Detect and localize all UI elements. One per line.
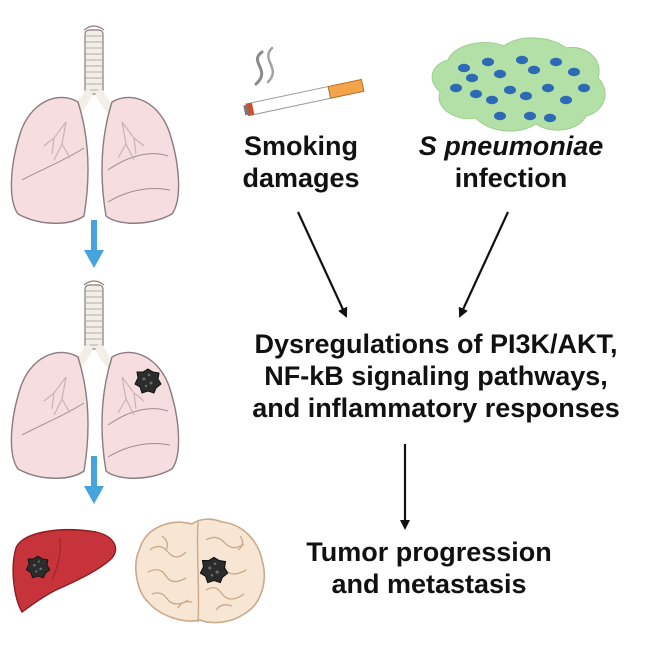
lung-icon <box>11 26 178 223</box>
infection-label-line1: S pneumoniae <box>418 131 604 161</box>
bacteria-icon <box>431 37 606 132</box>
smoking-label: Smoking damages <box>226 130 376 194</box>
infection-to-dysregulation-arrow <box>458 211 509 318</box>
cigarette-icon <box>243 46 365 117</box>
infection-label-line2: infection <box>454 163 568 193</box>
outcome-label-line2: and metastasis <box>331 569 527 599</box>
liver-with-metastasis-icon <box>12 529 117 613</box>
dysregulation-label-line3: and inflammatory responses <box>252 393 620 423</box>
dysregulation-label-line1: Dysregulations of PI3K/AKT, <box>254 329 618 359</box>
outcome-label-line1: Tumor progression <box>306 537 552 567</box>
brain-with-metastasis-icon <box>135 518 266 624</box>
infection-label: S pneumoniae infection <box>400 130 622 194</box>
down-arrow-icon <box>84 456 104 504</box>
outcome-label: Tumor progression and metastasis <box>296 536 562 600</box>
smoking-label-line2: damages <box>242 163 360 193</box>
down-arrow-icon <box>84 220 104 268</box>
dysregulation-label-line2: NF-kB signaling pathways, <box>264 361 608 391</box>
smoking-label-line1: Smoking <box>243 131 358 161</box>
lung-with-tumor-icon <box>11 281 178 478</box>
smoking-to-dysregulation-arrow <box>297 211 348 318</box>
dysregulation-label: Dysregulations of PI3K/AKT, NF-kB signal… <box>228 328 644 424</box>
